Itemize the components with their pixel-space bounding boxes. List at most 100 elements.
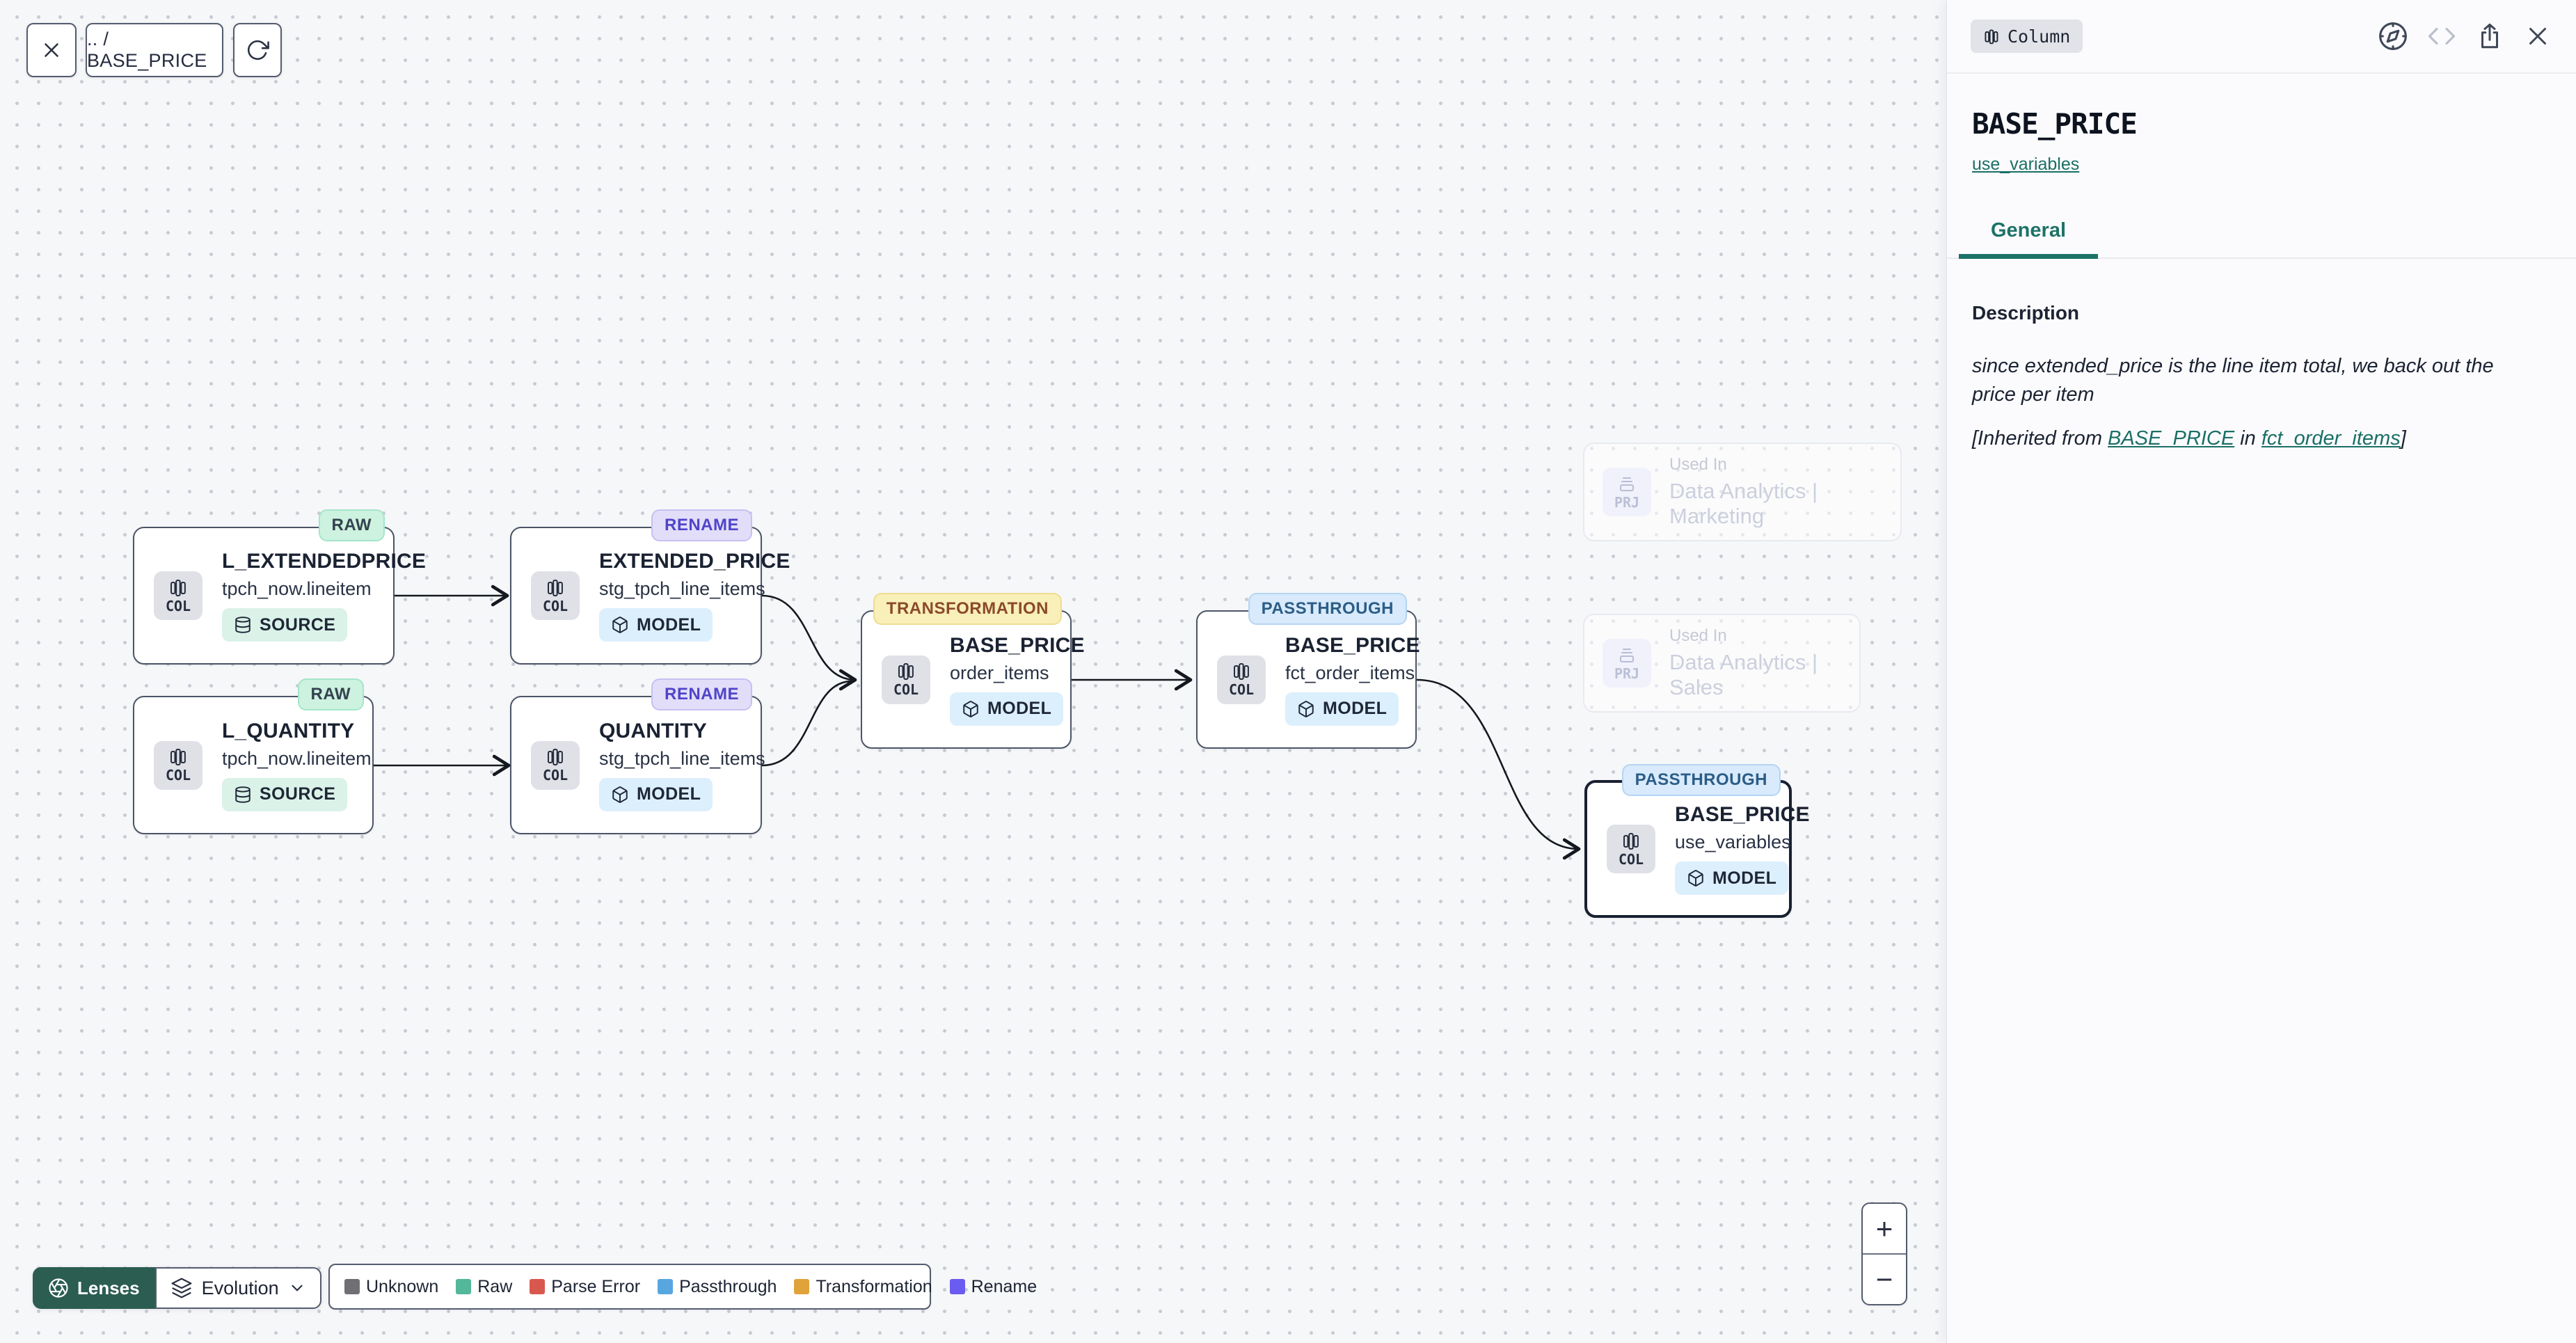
- aperture-icon: [49, 1278, 68, 1298]
- node-type-label: MODEL: [1712, 868, 1777, 888]
- lineage-node-quantity[interactable]: RENAME COL QUANTITY stg_tpch_line_items …: [510, 678, 765, 834]
- inherited-model-link[interactable]: fct_order_items: [2261, 427, 2401, 450]
- legend-swatch: [530, 1279, 546, 1294]
- column-kind-label: COL: [542, 767, 569, 784]
- cube-icon: [612, 786, 628, 803]
- cube-icon: [963, 700, 978, 717]
- close-lineage-button[interactable]: [26, 23, 77, 77]
- close-panel-button[interactable]: [2523, 22, 2552, 51]
- refresh-button[interactable]: [233, 23, 282, 77]
- columns-icon: [170, 749, 186, 765]
- node-title: L_EXTENDEDPRICE: [222, 550, 427, 573]
- node-title: L_QUANTITY: [222, 719, 355, 742]
- panel-header: Column: [1947, 0, 2576, 74]
- lens-selected-label: Evolution: [201, 1277, 279, 1298]
- node-type-chip: MODEL: [599, 777, 713, 811]
- panel-actions: [2378, 21, 2552, 51]
- node-subtitle: order_items: [950, 662, 1049, 683]
- node-title: BASE_PRICE: [1675, 803, 1810, 826]
- cube-icon: [1298, 700, 1314, 717]
- zoom-in-button[interactable]: +: [1863, 1204, 1906, 1255]
- entity-type-label: Column: [2007, 26, 2071, 47]
- columns-icon: [548, 749, 563, 765]
- column-kind-label: COL: [165, 597, 191, 614]
- legend-item-raw: Raw: [456, 1277, 512, 1297]
- columns-icon: [1623, 832, 1639, 850]
- chevron-down-icon: [292, 1285, 303, 1292]
- lineage-node-extended-price[interactable]: RENAME COL EXTENDED_PRICE stg_tpch_line_…: [510, 509, 790, 665]
- description-text: since extended_price is the line item to…: [1972, 355, 2494, 406]
- column-kind-box: COL: [531, 571, 580, 620]
- node-title: BASE_PRICE: [1285, 633, 1420, 657]
- column-kind-label: COL: [1228, 681, 1255, 698]
- lineage-node-l-quantity[interactable]: RAW COL L_QUANTITY tpch_now.lineitem SOU…: [133, 678, 374, 834]
- columns-icon: [898, 663, 914, 680]
- column-kind-box: COL: [1217, 655, 1266, 704]
- node-type-chip: SOURCE: [222, 777, 348, 811]
- node-type-label: SOURCE: [260, 784, 336, 804]
- used-in-name: Data Analytics | Marketing: [1669, 479, 1818, 528]
- project-kind-label: PRJ: [1614, 665, 1640, 682]
- node-type-chip: MODEL: [599, 608, 713, 642]
- column-kind-label: COL: [893, 681, 919, 698]
- column-kind-label: COL: [542, 597, 569, 614]
- lenses-button[interactable]: Lenses: [33, 1267, 155, 1309]
- lineage-edges: [374, 585, 1581, 860]
- legend-swatch: [794, 1279, 810, 1294]
- node-type-label: SOURCE: [260, 614, 336, 635]
- evolution-badge: RAW: [297, 678, 364, 710]
- code-icon: [2428, 27, 2456, 45]
- lens-selector-dropdown[interactable]: Evolution: [154, 1267, 321, 1309]
- lenses-label: Lenses: [77, 1277, 140, 1298]
- details-panel: Column BASE_PRICE use_variables General …: [1946, 0, 2576, 1343]
- close-icon: [45, 43, 58, 57]
- node-subtitle: stg_tpch_line_items: [599, 578, 765, 599]
- breadcrumb-label: .. / BASE_PRICE: [87, 29, 207, 71]
- lineage-node-base-price-order-items[interactable]: TRANSFORMATION COL BASE_PRICE order_item…: [861, 593, 1085, 749]
- used-in-label: Used In: [1669, 455, 1727, 474]
- explore-button[interactable]: [2378, 21, 2408, 51]
- legend-item-passthrough: Passthrough: [658, 1277, 777, 1297]
- lineage-node-base-price-fct-order-items[interactable]: PASSTHROUGH COL BASE_PRICE fct_order_ite…: [1196, 593, 1420, 749]
- node-subtitle: stg_tpch_line_items: [599, 747, 765, 769]
- model-link[interactable]: use_variables: [1972, 154, 2080, 174]
- used-in-name: Data Analytics | Sales: [1669, 650, 1818, 699]
- columns-icon: [548, 579, 563, 596]
- project-icon: PRJ: [1603, 639, 1651, 688]
- lenses-control: Lenses Evolution: [33, 1267, 321, 1309]
- refresh-icon: [248, 40, 269, 60]
- panel-tabs: General: [1947, 219, 2576, 259]
- columns-icon: [170, 579, 186, 596]
- zoom-out-button[interactable]: −: [1875, 1262, 1893, 1296]
- tab-general[interactable]: General: [1959, 219, 2098, 259]
- share-button[interactable]: [2475, 22, 2504, 51]
- stacked-trays-icon: [1620, 477, 1634, 491]
- used-in-node-marketing[interactable]: PRJ Used In Data Analytics | Marketing: [1583, 443, 1902, 541]
- legend-item-rename: Rename: [949, 1277, 1037, 1297]
- close-icon: [2529, 28, 2546, 45]
- panel-body: BASE_PRICE use_variables General Descrip…: [1947, 107, 2576, 450]
- lineage-node-base-price-use-variables[interactable]: PASSTHROUGH COL BASE_PRICE use_variables…: [1584, 764, 1810, 918]
- inherited-column-link[interactable]: BASE_PRICE: [2108, 427, 2235, 450]
- column-kind-label: COL: [1618, 850, 1644, 868]
- evolution-badge: RENAME: [651, 678, 752, 710]
- evolution-legend: Unknown Raw Parse Error Passthrough Tran…: [328, 1264, 1037, 1310]
- node-subtitle: tpch_now.lineitem: [222, 747, 372, 769]
- breadcrumb[interactable]: .. / BASE_PRICE: [86, 23, 223, 77]
- layers-icon: [171, 1278, 192, 1298]
- cube-icon: [612, 617, 628, 633]
- share-export-icon: [2481, 23, 2498, 49]
- node-subtitle: tpch_now.lineitem: [222, 578, 372, 599]
- view-code-button[interactable]: [2427, 22, 2456, 51]
- node-type-label: MODEL: [637, 614, 701, 635]
- column-kind-box: COL: [882, 655, 930, 704]
- evolution-badge: PASSTHROUGH: [1248, 593, 1407, 625]
- compass-icon: [2379, 22, 2407, 50]
- legend-swatch: [949, 1279, 965, 1294]
- entity-type-badge: Column: [1971, 19, 2083, 53]
- used-in-node-sales[interactable]: PRJ Used In Data Analytics | Sales: [1583, 614, 1861, 713]
- columns-icon: [1234, 663, 1249, 680]
- database-icon: [235, 786, 251, 803]
- lineage-node-l-extendedprice[interactable]: RAW COL L_EXTENDEDPRICE tpch_now.lineite…: [133, 509, 426, 665]
- node-subtitle: fct_order_items: [1285, 662, 1415, 683]
